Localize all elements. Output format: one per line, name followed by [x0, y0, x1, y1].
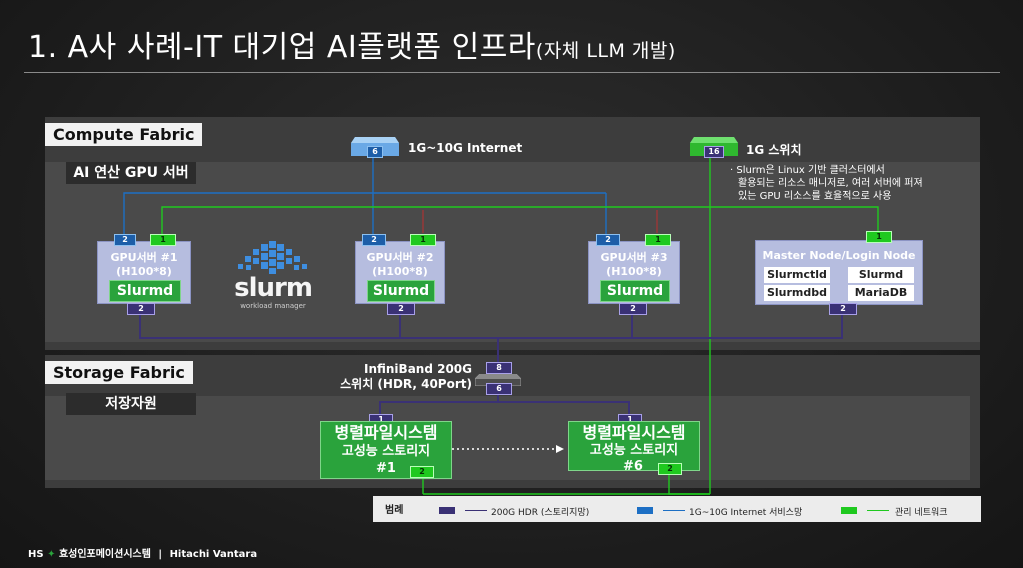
legend-line-ib	[465, 510, 487, 511]
storage-subtitle: 고성능 스토리지	[341, 444, 431, 459]
management-switch-port: 16	[704, 146, 724, 158]
legend-line-mgmt	[867, 510, 889, 511]
slurm-logo: slurm workload manager	[232, 238, 317, 313]
ib-switch-label: InfiniBand 200G 스위치 (HDR, 40Port)	[338, 362, 472, 392]
ib-switch-bottom-port: 6	[486, 383, 512, 395]
legend: 범례 200G HDR (스토리지망) 1G~10G Internet 서비스망…	[373, 496, 981, 522]
slurm-logo-tagline: workload manager	[240, 302, 306, 310]
legend-swatch-net	[637, 507, 653, 514]
page-title-main: 1. A사 사례-IT 대기업 AI플랫폼 인프라	[28, 30, 536, 65]
storage-subtitle: 고성능 스토리지	[589, 443, 679, 458]
master-ib-port: 2	[829, 303, 857, 315]
note-line-3: 있는 GPU 리소스를 효율적으로 사용	[738, 191, 892, 202]
storage-id: #6	[623, 459, 643, 474]
infiniband-switch	[474, 371, 522, 387]
service-slurmd: Slurmd	[848, 267, 914, 283]
legend-swatch-mgmt	[841, 507, 857, 514]
gpu-server-spec: (H100*8)	[372, 265, 428, 278]
gpu-server-spec: (H100*8)	[116, 265, 172, 278]
internet-switch: 6	[351, 137, 399, 158]
storage-1-mgmt-port: 2	[410, 466, 434, 478]
legend-title: 범례	[385, 505, 404, 516]
gpu-2-mgmt-port: 1	[410, 234, 436, 246]
page-title: 1. A사 사례-IT 대기업 AI플랫폼 인프라(자체 LLM 개발)	[28, 22, 676, 66]
brand-separator: |	[158, 549, 163, 560]
gpu-server-2: GPU서버 #2 (H100*8) Slurmd	[355, 241, 445, 304]
slurm-logo-word: slurm	[234, 273, 313, 303]
brand-mark-icon: ✦	[47, 549, 56, 560]
slurmd-agent: Slurmd	[600, 280, 670, 302]
gpu-1-net-port: 2	[114, 234, 136, 246]
service-mariadb: MariaDB	[848, 285, 914, 301]
footer-brand: HS ✦ 효성인포메이션시스템 | Hitachi Vantara	[28, 545, 257, 560]
gpu-server-name: GPU서버 #3	[600, 251, 668, 264]
internet-switch-label: 1G~10G Internet	[408, 141, 523, 155]
slurmd-agent: Slurmd	[367, 280, 435, 302]
service-slurmdbd: Slurmdbd	[764, 285, 830, 301]
brand-partner: Hitachi Vantara	[169, 549, 258, 560]
master-mgmt-port: 1	[866, 231, 892, 243]
ib-switch-label-line1: InfiniBand 200G	[363, 362, 472, 376]
gpu-2-net-port: 2	[362, 234, 386, 246]
gpu-3-ib-port: 2	[619, 303, 647, 315]
management-switch-label: 1G 스위치	[746, 143, 802, 157]
master-login-node: Master Node/Login Node Slurmctld Slurmd …	[755, 240, 923, 305]
legend-item-net: 1G~10G Internet 서비스망	[689, 508, 803, 518]
storage-zone-label: 저장자원	[66, 393, 196, 415]
slurm-note: · Slurm은 Linux 기반 클러스터에서 활용되는 리소스 매니저로, …	[730, 164, 970, 203]
compute-fabric-label: Compute Fabric	[45, 123, 203, 146]
slurmd-agent: Slurmd	[109, 280, 181, 302]
management-switch: 16	[690, 137, 738, 158]
legend-swatch-ib	[439, 507, 455, 514]
gpu-server-1: GPU서버 #1 (H100*8) Slurmd	[97, 241, 191, 304]
gpu-1-mgmt-port: 1	[150, 234, 176, 246]
gpu-server-name: GPU서버 #2	[366, 251, 434, 264]
legend-item-mgmt: 관리 네트워크	[895, 508, 948, 518]
note-line-2: 활용되는 리소스 매니저로, 여러 서버에 퍼져	[738, 178, 923, 189]
storage-id: #1	[376, 461, 396, 476]
brand-korean: 효성인포메이션시스템	[58, 549, 151, 560]
gpu-2-ib-port: 2	[387, 303, 415, 315]
legend-line-net	[663, 510, 685, 511]
gpu-server-zone-label: AI 연산 GPU 서버	[66, 162, 196, 184]
brand-prefix: HS	[28, 549, 44, 560]
parallel-fs-1: 병렬파일시스템 고성능 스토리지 #1	[320, 421, 452, 479]
page-title-sub: (자체 LLM 개발)	[535, 40, 676, 62]
storage-title: 병렬파일시스템	[582, 423, 686, 442]
storage-6-mgmt-port: 2	[658, 463, 682, 475]
service-slurmctld: Slurmctld	[764, 267, 830, 283]
storage-zone	[45, 396, 970, 480]
parallel-fs-6: 병렬파일시스템 고성능 스토리지	[568, 421, 700, 471]
ib-switch-label-line2: 스위치 (HDR, 40Port)	[340, 377, 472, 391]
gpu-3-net-port: 2	[596, 234, 620, 246]
slurm-logo-icon	[238, 241, 307, 274]
gpu-1-ib-port: 2	[127, 303, 155, 315]
title-divider	[24, 72, 1000, 73]
internet-switch-port: 6	[367, 146, 383, 158]
note-bullet: ·	[730, 165, 734, 176]
legend-item-ib: 200G HDR (스토리지망)	[491, 508, 590, 518]
gpu-server-name: GPU서버 #1	[110, 251, 178, 264]
master-node-name: Master Node/Login Node	[762, 249, 916, 262]
gpu-server-spec: (H100*8)	[606, 265, 662, 278]
gpu-server-3: GPU서버 #3 (H100*8) Slurmd	[588, 241, 680, 304]
note-line-1: Slurm은 Linux 기반 클러스터에서	[736, 165, 885, 176]
storage-title: 병렬파일시스템	[334, 423, 438, 442]
storage-fabric-label: Storage Fabric	[45, 361, 193, 384]
gpu-3-mgmt-port: 1	[645, 234, 671, 246]
